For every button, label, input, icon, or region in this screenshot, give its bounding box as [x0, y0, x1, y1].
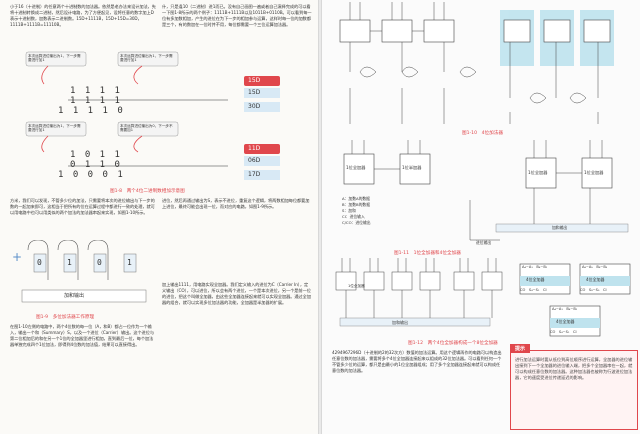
chip-label: 1位全加器 — [346, 165, 366, 170]
callout: 本次运算进位输出为1，下一步需要进行加1 — [28, 124, 81, 132]
paragraph: 在图1-10左侧的电路中，两个4位数的每一位（A，和B）都占一位作为一个输入，输… — [10, 324, 155, 347]
chip-title: A₄~A₁ B₄~B₁ — [552, 307, 578, 311]
plus-sign: + — [12, 250, 23, 264]
decimal-value: 15D — [248, 89, 261, 96]
legend-item: C/CO：进位输出 — [342, 220, 371, 225]
callout: 本次运算进位输出为0，下一步不需要加1 — [120, 124, 173, 132]
chip-io: CO S₄~S₁ CI — [520, 288, 547, 292]
paragraph: 4294967296D（十进制的2的32次方）数值的加法运算。用这个逻辑再作的电… — [332, 350, 502, 373]
legend-item: S：加和 — [342, 208, 356, 213]
decimal-value: 30D — [248, 103, 261, 110]
tip-box: 提示 进行加法运算时要从低位到高位顺序进行运算，全加器的进位输出接到下一个全加器… — [510, 344, 638, 430]
book-gutter — [318, 0, 322, 434]
figure-full-adder — [343, 140, 629, 241]
paragraph: 进位，然后再通过输出为S，表示不进位，重复这个逻辑，将两数相加每位都要加上进位，… — [162, 198, 310, 209]
figure-caption: 图1-8 两个4位二进制数相加示意图 — [110, 189, 185, 194]
decimal-value: 11D — [248, 145, 261, 152]
sum-output-label: 加和输出 — [552, 225, 568, 230]
tip-label: 提示 — [510, 344, 531, 353]
figure-binary-addition-examples — [25, 51, 280, 180]
legend-item: B：加数B的数据 — [342, 202, 370, 207]
sum-output-label: 加和输出 — [64, 293, 85, 299]
paragraph: 小于16（十进制）的任意两个十进制数的加法器。依然是老办法来设计加法，先将十进制… — [10, 4, 156, 27]
chip-label: 1位全加器 — [348, 284, 365, 288]
figure-8bit-adder — [335, 258, 631, 337]
figure-4bit-adder — [339, 2, 614, 124]
chip-label: 1位全加器 — [528, 170, 548, 175]
binary-row: 0 1 1 0 — [70, 160, 122, 170]
chip-title: A₄~A₁ B₄~B₁ — [522, 265, 548, 269]
callout: 本次运算进位输出为1，下一步需要进行加1 — [120, 54, 173, 62]
chip-label: 1位半加器 — [402, 165, 422, 170]
paragraph: 方米，我们可以发现，不管多少位的加法，只需要将本次的进位输出与下一步的数的一起加… — [10, 198, 155, 215]
figure-caption: 图1-10 4位加法器 — [462, 131, 503, 136]
left-page: 小于16（十进制）的任意两个十进制数的加法器。依然是老办法来设计加法，先将十进制… — [0, 0, 318, 434]
figure-caption: 图1-12 两个4位全加器构成一个8位全加器 — [408, 341, 498, 346]
chip-io: CO S₄~S₁ CI — [550, 330, 577, 334]
tip-text: 进行加法运算时要从低位到高位顺序进行运算，全加器的进位输出接到下一个全加器的进位… — [515, 357, 633, 380]
figure-caption: 图1-11 1位全加器和4位全加器 — [394, 251, 461, 256]
paragraph: 加上输出1111，用电路实现全加器。我们定义输入的进位为C（Carrier In… — [162, 282, 311, 305]
bit-value: 0 — [37, 258, 42, 267]
chip-io: CO S₈~S₅ CI — [580, 288, 607, 292]
binary-row: 1 0 0 0 1 — [58, 170, 125, 180]
chip-name: 4位全加器 — [526, 277, 545, 282]
decimal-value: 06D — [248, 157, 261, 164]
legend-item: CI：进位输入 — [342, 214, 365, 219]
bit-value: 1 — [67, 258, 72, 267]
sum-output-label: 加和输出 — [392, 320, 408, 325]
figure-caption: 图1-9 多位加法器工作原理 — [36, 315, 95, 320]
bit-value: 0 — [97, 258, 102, 267]
binary-row: 1 1 1 1 — [70, 86, 122, 96]
figure-multibit-adder — [21, 240, 147, 303]
decimal-value: 17D — [248, 171, 261, 178]
chip-name: 4位全加器 — [586, 277, 605, 282]
chip-title: A₈~A₅ B₈~B₅ — [582, 265, 608, 269]
binary-row: 1 1 1 1 — [70, 96, 122, 106]
right-page: 图1-10 4位加法器 1位全加器 1位半加器 1位全加器 1位全加器 A：加数… — [322, 0, 640, 434]
binary-row: 1 0 1 1 — [70, 150, 122, 160]
decimal-value: 15D — [248, 77, 261, 84]
callout: 本次运算进位输出为1，下一步需要进行加1 — [28, 54, 81, 62]
carry-out-label: 进位输出 — [476, 240, 492, 245]
chip-name: 4位全加器 — [556, 319, 575, 324]
binary-row: 1 1 1 1 0 — [58, 106, 125, 116]
legend-item: A：加数A的数据 — [342, 196, 370, 201]
paragraph: 什，只是逢10（二进制）进1而已。没有自己画图一遍或者自己演绎完成的可以看一下图… — [162, 4, 312, 27]
chip-label: 1位全加器 — [584, 170, 604, 175]
bit-value: 1 — [127, 258, 132, 267]
